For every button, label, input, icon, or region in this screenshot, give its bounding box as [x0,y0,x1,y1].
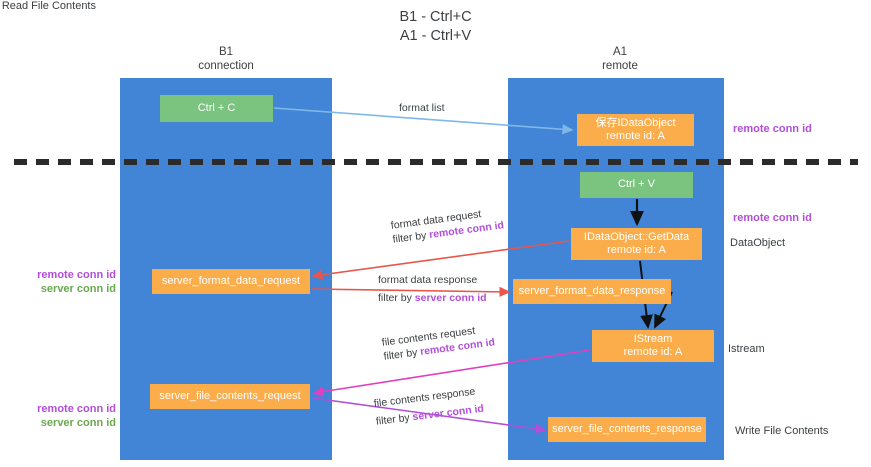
box-server-file-contents-response[interactable]: server_file_contents_response [548,417,706,442]
edge-label-format-list: format list [399,102,445,114]
annotation-left-remote-conn-id-top: remote conn id [37,269,116,281]
lane-header-a1-line2: remote [602,59,638,72]
annotation-istream: Istream [728,343,765,355]
box-server-file-contents-response-label: server_file_contents_response [552,422,702,435]
annotation-remote-conn-id-mid: remote conn id [733,212,812,224]
box-save-idataobject-line2: remote id: A [606,130,665,142]
box-save-idataobject-line1: 保存IDataObject [595,116,676,129]
box-idataobject-getdata-line1: IDataObject::GetData [583,230,690,243]
title-line-2: A1 - Ctrl+V [399,28,472,44]
annotation-remote-conn-id-top: remote conn id [733,123,812,135]
lane-header-b1: B1 connection [146,46,306,73]
annotation-write-file-contents: Write File Contents [735,425,829,437]
page-title: B1 - Ctrl+C A1 - Ctrl+V [0,8,871,46]
lane-header-a1: A1 remote [540,46,700,73]
lane-header-a1-line1: A1 [612,46,628,58]
annotation-read-file-contents: Read File Contents [1,0,96,12]
edge-label-format-data-request: format data request filter by remote con… [390,204,505,246]
box-ctrl-v[interactable]: Ctrl + V [580,172,693,198]
lane-header-b1-line2: connection [198,59,254,72]
box-server-file-contents-request-label: server_file_contents_request [159,389,301,402]
box-idataobject-getdata-line2: remote id: A [607,244,666,256]
annotation-left-server-conn-id-top: server conn id [40,283,116,295]
box-ctrl-v-label: Ctrl + V [618,178,655,191]
filter-prefix: filter by [378,292,415,304]
title-line-1: B1 - Ctrl+C [399,9,472,25]
box-server-format-data-response-label: server_format_data_response [518,284,666,297]
annotation-dataobject: DataObject [730,237,786,249]
box-istream-line2: remote id: A [623,346,683,358]
edge-label-format-data-response-main: format data response [378,274,478,286]
annotation-left-remote-conn-id-bottom: remote conn id [37,403,116,415]
box-istream-line1: IStream [633,332,673,345]
box-idataobject-getdata[interactable]: IDataObject::GetData remote id: A [571,228,702,260]
box-server-file-contents-request[interactable]: server_file_contents_request [150,384,310,409]
box-save-idataobject[interactable]: 保存IDataObject remote id: A [577,114,694,146]
box-server-format-data-request-label: server_format_data_request [161,274,301,287]
lane-header-b1-line1: B1 [218,46,234,58]
filter-prefix: filter by [382,346,421,363]
edge-label-format-data-response-filter: filter by server conn id [378,291,487,305]
annotation-left-server-conn-id-bottom: server conn id [40,417,116,429]
filter-key-server-conn-id: server conn id [411,402,485,424]
filter-key-server-conn-id: server conn id [414,292,487,304]
filter-prefix: filter by [375,411,414,428]
box-server-format-data-response[interactable]: server_format_data_response [513,279,671,304]
box-ctrl-c-label: Ctrl + C [197,101,236,114]
box-ctrl-c[interactable]: Ctrl + C [160,95,273,122]
annotation-left-conn-ids-top: remote conn id server conn id [20,268,116,296]
annotation-left-conn-ids-bottom: remote conn id server conn id [20,402,116,430]
box-istream[interactable]: IStream remote id: A [592,330,714,362]
edge-label-format-data-response: format data response filter by server co… [378,273,487,305]
box-server-format-data-request[interactable]: server_format_data_request [152,269,310,294]
edge-label-file-contents-response: file contents response filter by server … [373,384,485,429]
edge-label-file-contents-request: file contents request filter by remote c… [381,321,496,363]
filter-prefix: filter by [391,229,430,246]
